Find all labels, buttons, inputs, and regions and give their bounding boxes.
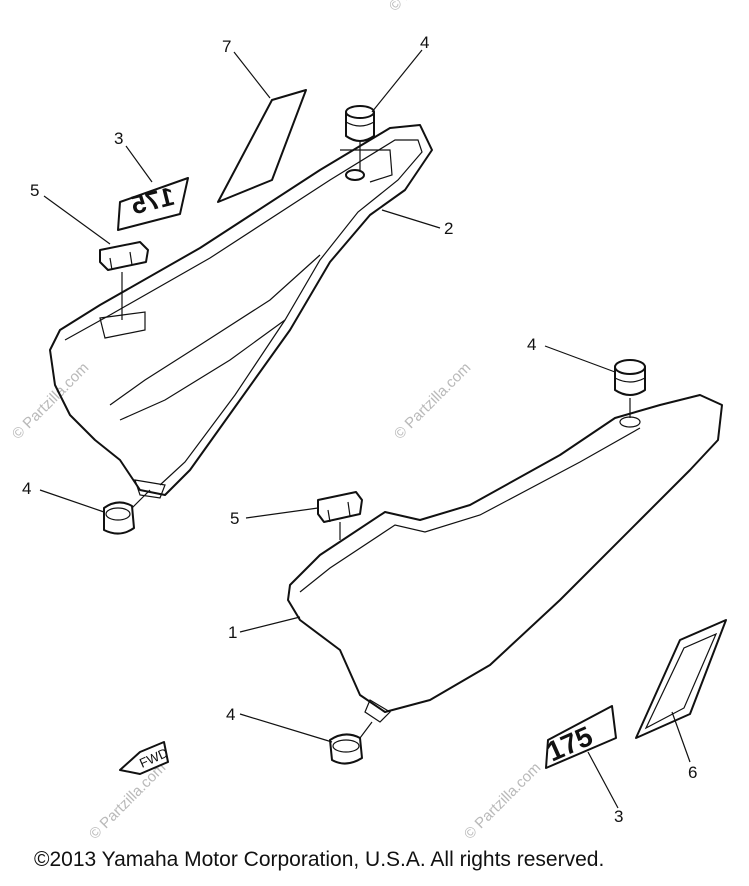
- callout-4: 4: [22, 479, 31, 498]
- callout-6: 6: [688, 763, 697, 782]
- grommet-4-top: [345, 105, 375, 170]
- leader-lines: [39, 49, 691, 809]
- grommet-4-mid-right: [614, 359, 646, 418]
- decal-3-lower-text: 175: [542, 720, 597, 767]
- side-cover-left: [49, 124, 433, 499]
- decal-3-lower: 175: [542, 705, 617, 769]
- clip-5-upper: [99, 241, 149, 320]
- side-cover-right: [287, 394, 723, 723]
- watermark: © Partzilla.com: [391, 359, 474, 442]
- grommet-4-left: [103, 489, 151, 535]
- callout-3: 3: [114, 129, 123, 148]
- callout-4: 4: [226, 705, 235, 724]
- copyright-notice: ©2013 Yamaha Motor Corporation, U.S.A. A…: [34, 848, 605, 871]
- callout-4: 4: [420, 33, 429, 52]
- decal-6: [635, 619, 727, 739]
- grommet-4-bottom: [329, 721, 373, 765]
- callout-1: 1: [228, 623, 237, 642]
- callout-2: 2: [444, 219, 453, 238]
- watermark: © Partzilla.com: [461, 759, 544, 842]
- callout-5: 5: [30, 181, 39, 200]
- callouts: 7 4 3 5 2 4 4 5 1 4 6 3: [22, 33, 697, 826]
- decal-7: [217, 89, 307, 203]
- watermark: © Partzilla.com: [386, 0, 469, 15]
- callout-7: 7: [222, 37, 231, 56]
- callout-5: 5: [230, 509, 239, 528]
- decal-3-upper-text: 175: [128, 181, 177, 221]
- watermark: © Partzilla.com: [9, 359, 92, 442]
- decal-3-upper: 175: [117, 177, 189, 231]
- watermarks: © Partzilla.com © Partzilla.com © Partzi…: [9, 0, 544, 843]
- callout-4: 4: [527, 335, 536, 354]
- callout-3: 3: [614, 807, 623, 826]
- clip-5-mid: [317, 491, 363, 540]
